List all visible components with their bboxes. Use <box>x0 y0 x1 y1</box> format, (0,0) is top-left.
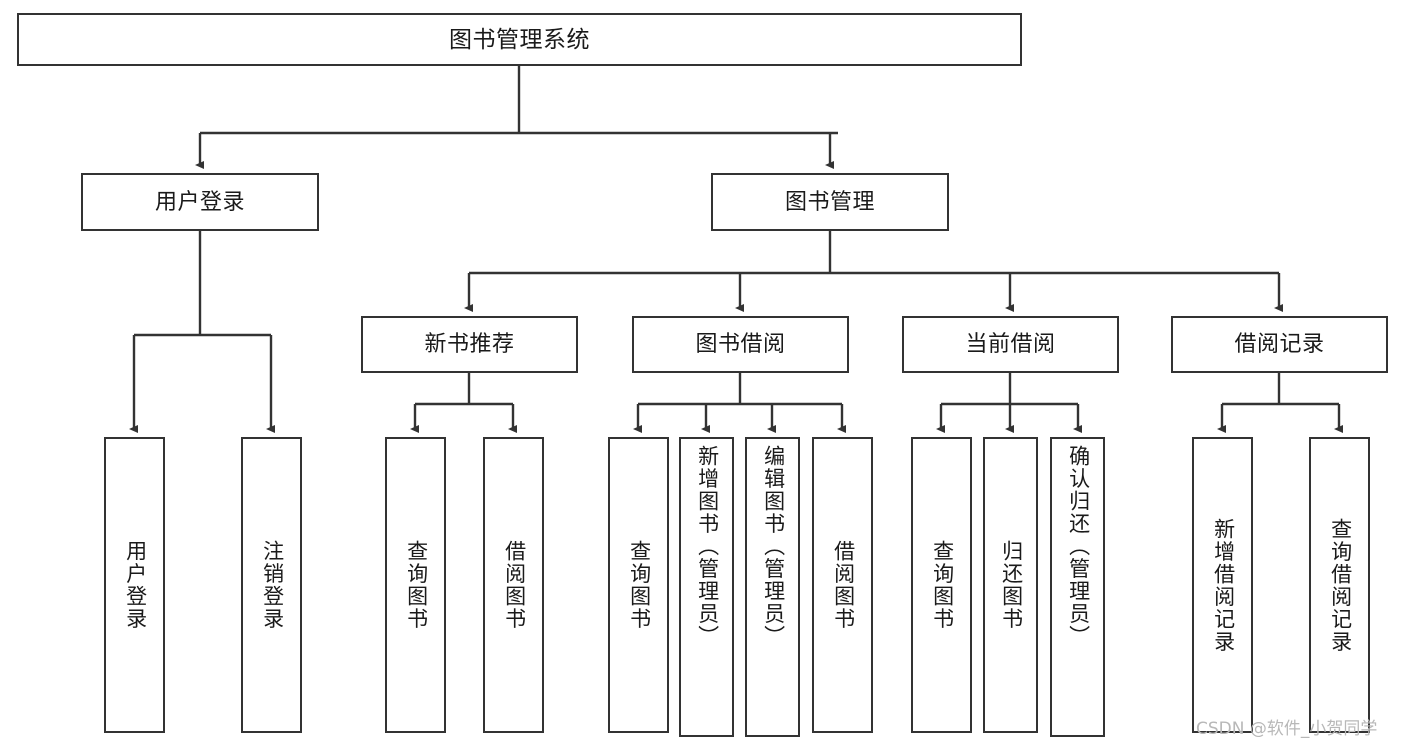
leaf-book-borrow-add-book-admin[interactable]: 新增图书（管理员） <box>679 437 734 737</box>
node-label: 查询借阅记录 <box>1328 517 1352 653</box>
node-label: 归还图书 <box>999 540 1023 630</box>
leaf-borrow-record-add-record[interactable]: 新增借阅记录 <box>1192 437 1253 733</box>
node-label: 新书推荐 <box>424 331 515 357</box>
leaf-book-borrow-query-book[interactable]: 查询图书 <box>608 437 669 733</box>
node-book-borrow[interactable]: 图书借阅 <box>632 316 849 373</box>
leaf-new-book-query-book[interactable]: 查询图书 <box>385 437 446 733</box>
node-label: 编辑图书（管理员） <box>761 445 785 648</box>
node-label: 查询图书 <box>627 540 651 630</box>
leaf-book-borrow-edit-book-admin[interactable]: 编辑图书（管理员） <box>745 437 800 737</box>
node-label: 借阅图书 <box>831 540 855 630</box>
node-borrow-record[interactable]: 借阅记录 <box>1171 316 1388 373</box>
node-user-login[interactable]: 用户登录 <box>81 173 319 231</box>
csdn-watermark: CSDN @软件_小贺同学 <box>1196 719 1378 739</box>
leaf-new-book-borrow-book[interactable]: 借阅图书 <box>483 437 544 733</box>
node-label: 图书管理系统 <box>449 25 590 52</box>
node-label: 借阅记录 <box>1234 331 1325 357</box>
leaf-borrow-record-query-record[interactable]: 查询借阅记录 <box>1309 437 1370 733</box>
node-label: 查询图书 <box>404 540 428 630</box>
leaf-user-login-logout[interactable]: 注销登录 <box>241 437 302 733</box>
node-label: 当前借阅 <box>965 331 1056 357</box>
node-label: 用户登录 <box>154 188 245 214</box>
node-label: 注销登录 <box>260 540 284 630</box>
node-label: 用户登录 <box>123 540 147 630</box>
node-label: 确认归还（管理员） <box>1066 445 1090 648</box>
node-label: 借阅图书 <box>502 540 526 630</box>
node-label: 新增借阅记录 <box>1211 517 1235 653</box>
node-label: 图书借阅 <box>695 331 786 357</box>
node-label: 查询图书 <box>930 540 954 630</box>
leaf-user-login-login[interactable]: 用户登录 <box>104 437 165 733</box>
leaf-current-borrow-return-book[interactable]: 归还图书 <box>983 437 1038 733</box>
node-label: 图书管理 <box>784 188 875 214</box>
node-current-borrow[interactable]: 当前借阅 <box>902 316 1119 373</box>
node-root-book-management-system[interactable]: 图书管理系统 <box>17 13 1022 66</box>
leaf-current-borrow-query-book[interactable]: 查询图书 <box>911 437 972 733</box>
node-book-management[interactable]: 图书管理 <box>711 173 949 231</box>
leaf-book-borrow-borrow-book[interactable]: 借阅图书 <box>812 437 873 733</box>
leaf-current-borrow-confirm-return-admin[interactable]: 确认归还（管理员） <box>1050 437 1105 737</box>
node-new-book-recommend[interactable]: 新书推荐 <box>361 316 578 373</box>
node-label: 新增图书（管理员） <box>695 445 719 648</box>
